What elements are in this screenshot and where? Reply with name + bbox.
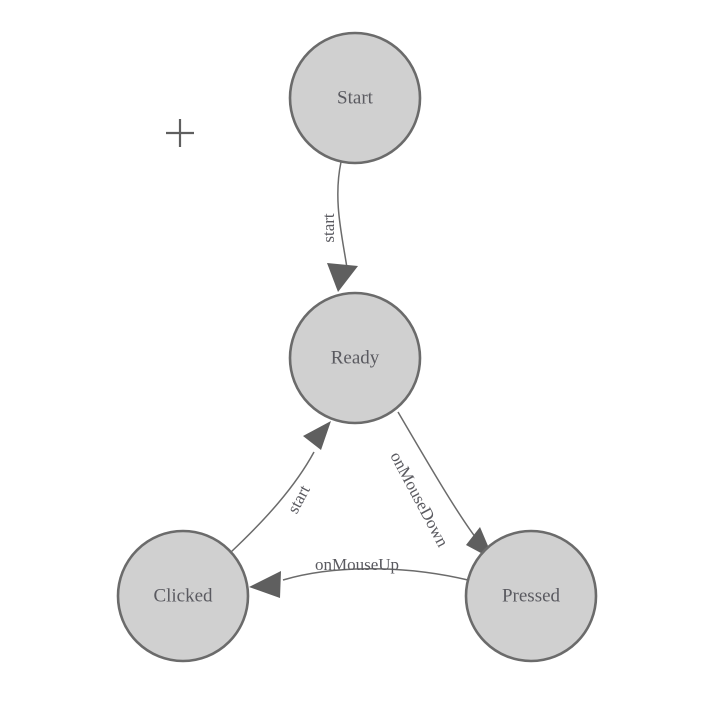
edge-label-start-to-ready: start — [319, 213, 338, 243]
edge-start-to-ready — [327, 161, 358, 292]
edge-clicked-to-ready — [230, 421, 331, 553]
node-ready-label: Ready — [331, 347, 380, 368]
node-clicked[interactable]: Clicked — [116, 529, 250, 663]
edge-label-ready-to-pressed: onMouseDown — [386, 449, 452, 551]
edge-label-clicked-to-ready: start — [283, 482, 314, 517]
edge-pressed-to-clicked — [249, 568, 469, 598]
edge-label-pressed-to-clicked: onMouseUp — [315, 555, 399, 574]
node-start-label: Start — [337, 87, 374, 108]
node-ready[interactable]: Ready — [288, 291, 422, 425]
node-start[interactable]: Start — [288, 31, 422, 165]
crosshair-icon — [166, 119, 194, 147]
node-pressed[interactable]: Pressed — [464, 529, 598, 663]
node-pressed-label: Pressed — [502, 585, 561, 606]
node-clicked-label: Clicked — [153, 585, 213, 606]
